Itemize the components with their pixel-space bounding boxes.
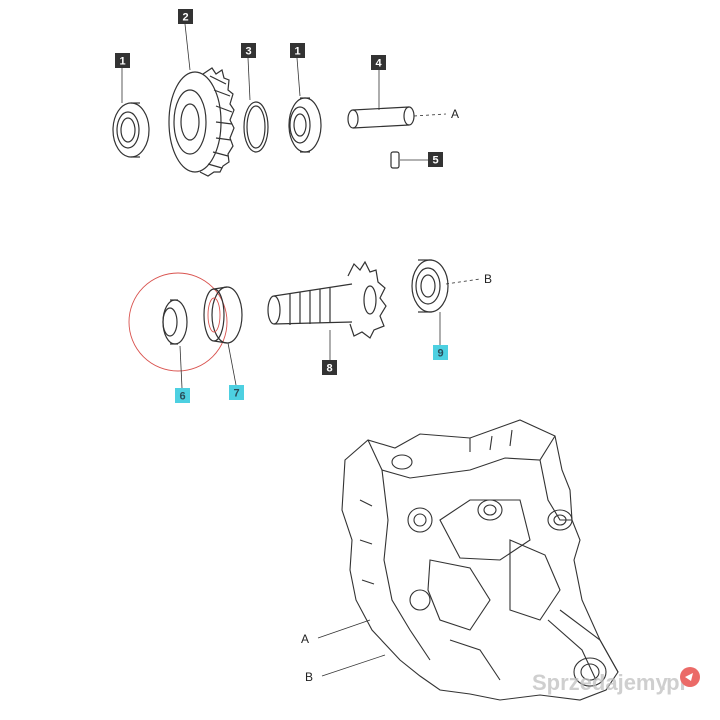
middle-assembly bbox=[128, 259, 481, 389]
highlight-circle bbox=[128, 272, 228, 372]
reference-letters: A B A B bbox=[301, 107, 492, 684]
bearing-outer bbox=[411, 259, 449, 313]
top-assembly bbox=[112, 23, 447, 177]
callout-tag: 4 bbox=[371, 55, 386, 70]
svg-text:8: 8 bbox=[326, 363, 332, 375]
sprzedajemy-logo-icon bbox=[680, 667, 700, 687]
callout-tags: 1 2 3 1 4 5 8 bbox=[115, 9, 448, 403]
svg-text:1: 1 bbox=[119, 56, 125, 68]
svg-text:7: 7 bbox=[233, 388, 239, 400]
callout-tag-highlighted: 9 bbox=[433, 345, 448, 360]
watermark: Sprzedajemy .pl bbox=[532, 667, 700, 695]
svg-text:3: 3 bbox=[245, 46, 251, 58]
gearbox-housing bbox=[317, 419, 619, 701]
callout-tag: 3 bbox=[241, 43, 256, 58]
callout-tag: 1 bbox=[290, 43, 305, 58]
reference-letter-a: A bbox=[451, 107, 459, 121]
shaft-pin bbox=[347, 106, 415, 129]
reference-letter-b: B bbox=[484, 272, 492, 286]
svg-text:4: 4 bbox=[375, 58, 382, 70]
seal-ring bbox=[162, 299, 188, 345]
circlip bbox=[243, 101, 269, 153]
bearing-left bbox=[112, 102, 150, 158]
reference-letter-a: A bbox=[301, 632, 309, 646]
callout-tag: 2 bbox=[178, 9, 193, 24]
callout-tag-highlighted: 7 bbox=[229, 385, 244, 400]
callout-tag: 8 bbox=[322, 360, 337, 375]
svg-text:6: 6 bbox=[179, 391, 185, 403]
svg-text:2: 2 bbox=[182, 12, 188, 24]
callout-tag: 5 bbox=[428, 152, 443, 167]
gear-large bbox=[168, 67, 235, 177]
callout-tag-highlighted: 6 bbox=[175, 388, 190, 403]
pinion-shaft bbox=[267, 260, 387, 339]
bearing-seal bbox=[203, 286, 243, 344]
svg-text:9: 9 bbox=[437, 348, 443, 360]
svg-text:5: 5 bbox=[432, 155, 438, 167]
svg-text:1: 1 bbox=[294, 46, 300, 58]
bearing-right bbox=[288, 97, 322, 153]
watermark-text: Sprzedajemy bbox=[532, 670, 668, 695]
reference-letter-b: B bbox=[305, 670, 313, 684]
small-pin bbox=[390, 151, 400, 169]
callout-tag: 1 bbox=[115, 53, 130, 68]
